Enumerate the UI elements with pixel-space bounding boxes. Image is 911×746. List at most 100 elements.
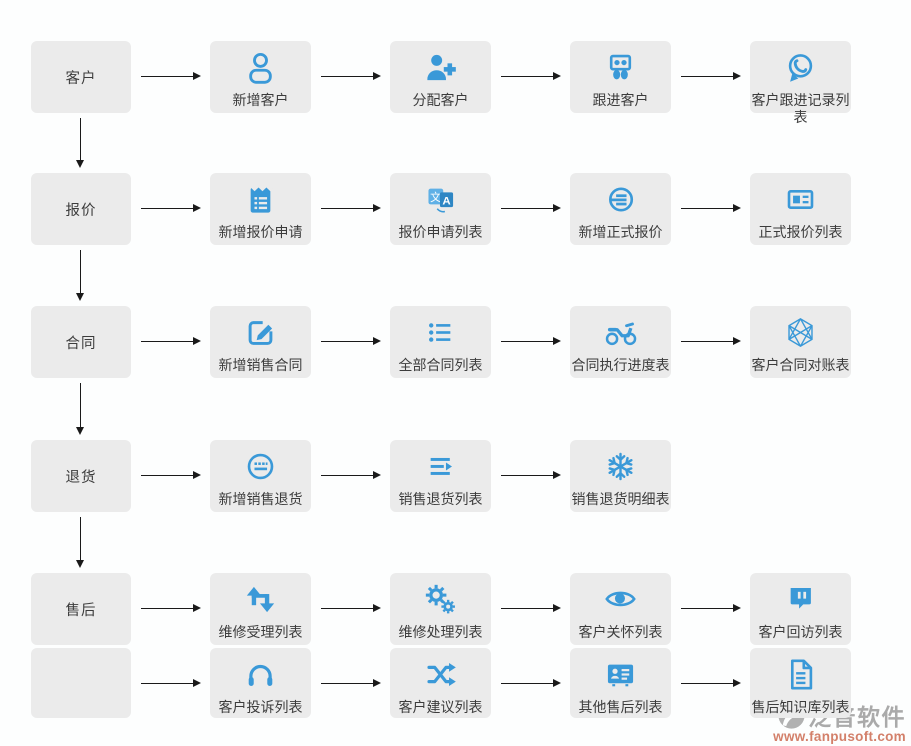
- edit-icon: [210, 310, 311, 354]
- flow-node[interactable]: 销售退货明细表: [570, 440, 671, 512]
- flow-node-label: 新增客户: [232, 92, 289, 108]
- flow-node[interactable]: 售后知识库列表: [750, 648, 851, 718]
- slideshare-icon: [570, 45, 671, 89]
- flow-node[interactable]: 客户回访列表: [750, 573, 851, 645]
- flow-arrow: [681, 604, 741, 612]
- snowflake-icon: [570, 444, 671, 488]
- flow-node-label: 新增正式报价: [578, 224, 663, 240]
- stage-label: 售后: [65, 602, 97, 619]
- flow-node-label: 正式报价列表: [758, 224, 843, 240]
- flow-arrow: [501, 471, 561, 479]
- flow-node[interactable]: 客户关怀列表: [570, 573, 671, 645]
- whatsapp-icon: [750, 45, 851, 89]
- flow-arrow-down: [75, 118, 84, 168]
- flow-node[interactable]: 合同执行进度表: [570, 306, 671, 378]
- newspaper-icon: [750, 177, 851, 221]
- flow-arrow: [501, 679, 561, 687]
- flow-arrow: [141, 471, 201, 479]
- flow-node-label: 其他售后列表: [578, 699, 663, 715]
- flow-arrow: [681, 679, 741, 687]
- lines-arrow-icon: [390, 444, 491, 488]
- flow-node-label: 客户合同对账表: [751, 357, 850, 373]
- flow-node-label: 客户建议列表: [398, 699, 483, 715]
- flow-node[interactable]: 全部合同列表: [390, 306, 491, 378]
- flow-node[interactable]: 客户投诉列表: [210, 648, 311, 718]
- stage-label: 报价: [65, 202, 97, 219]
- flow-node-label: 合同执行进度表: [571, 357, 670, 373]
- flow-node[interactable]: 新增销售退货: [210, 440, 311, 512]
- flow-node-label: 维修处理列表: [398, 624, 483, 640]
- flow-node[interactable]: 新增正式报价: [570, 173, 671, 245]
- flow-node[interactable]: 跟进客户: [570, 41, 671, 113]
- flow-arrow: [141, 72, 201, 80]
- flow-arrow: [141, 337, 201, 345]
- stage-label: 合同: [65, 335, 97, 352]
- twitch-icon: [750, 577, 851, 621]
- flow-arrow: [501, 604, 561, 612]
- flow-arrow: [321, 72, 381, 80]
- flow-arrow: [141, 679, 201, 687]
- stage-label: 退货: [65, 469, 97, 486]
- stage-box-after-sales: 售后: [31, 573, 131, 645]
- flow-node[interactable]: 销售退货列表: [390, 440, 491, 512]
- id-card-icon: [570, 652, 671, 696]
- stage-box-empty: [31, 648, 131, 718]
- flow-node[interactable]: 其他售后列表: [570, 648, 671, 718]
- motorcycle-icon: [570, 310, 671, 354]
- gears-icon: [390, 577, 491, 621]
- flow-arrow: [141, 604, 201, 612]
- flow-arrow-down: [75, 517, 84, 568]
- flow-node-label: 客户跟进记录列表: [751, 92, 850, 125]
- flow-node-label: 全部合同列表: [398, 357, 483, 373]
- stage-box-customer: 客户: [31, 41, 131, 113]
- flow-arrow: [321, 471, 381, 479]
- flow-arrow: [321, 204, 381, 212]
- flow-node-label: 新增销售退货: [218, 491, 303, 507]
- list-icon: [390, 310, 491, 354]
- stage-box-return: 退货: [31, 440, 131, 512]
- flow-arrow: [501, 204, 561, 212]
- stage-box-contract: 合同: [31, 306, 131, 378]
- flow-arrow: [141, 204, 201, 212]
- user-plus-icon: [390, 45, 491, 89]
- flow-node-label: 售后知识库列表: [751, 699, 850, 715]
- flow-node[interactable]: 新增报价申请: [210, 173, 311, 245]
- flow-node[interactable]: 分配客户: [390, 41, 491, 113]
- flow-node-label: 新增销售合同: [218, 357, 303, 373]
- flow-arrow-down: [75, 250, 84, 301]
- file-text-icon: [750, 652, 851, 696]
- shuffle-icon: [390, 652, 491, 696]
- flow-node[interactable]: 客户合同对账表: [750, 306, 851, 378]
- svg-text:A: A: [442, 195, 450, 207]
- flow-node-label: 客户关怀列表: [578, 624, 663, 640]
- flow-node-label: 维修受理列表: [218, 624, 303, 640]
- flow-node[interactable]: 客户建议列表: [390, 648, 491, 718]
- keyboard-circle-icon: [210, 444, 311, 488]
- headphones-icon: [210, 652, 311, 696]
- flow-node-label: 分配客户: [412, 92, 469, 108]
- flow-arrow: [501, 337, 561, 345]
- flow-node-label: 销售退货列表: [398, 491, 483, 507]
- flow-node[interactable]: 新增销售合同: [210, 306, 311, 378]
- flow-node[interactable]: 正式报价列表: [750, 173, 851, 245]
- flow-arrow: [321, 337, 381, 345]
- flow-node-label: 跟进客户: [592, 92, 649, 108]
- watermark-url[interactable]: www.fanpusoft.com: [773, 729, 906, 744]
- flow-node[interactable]: 客户跟进记录列表: [750, 41, 851, 125]
- hexagon-wireframe-icon: [750, 310, 851, 354]
- flow-node[interactable]: 维修受理列表: [210, 573, 311, 645]
- flow-node[interactable]: 新增客户: [210, 41, 311, 113]
- circle-lines-icon: [570, 177, 671, 221]
- flow-arrow: [681, 204, 741, 212]
- flow-arrow-down: [75, 383, 84, 435]
- flow-node[interactable]: 维修处理列表: [390, 573, 491, 645]
- stage-label: 客户: [65, 70, 97, 87]
- flow-arrow: [501, 72, 561, 80]
- flow-arrow: [321, 679, 381, 687]
- flow-node-label: 新增报价申请: [218, 224, 303, 240]
- user-icon: [210, 45, 311, 89]
- flow-node-label: 报价申请列表: [398, 224, 483, 240]
